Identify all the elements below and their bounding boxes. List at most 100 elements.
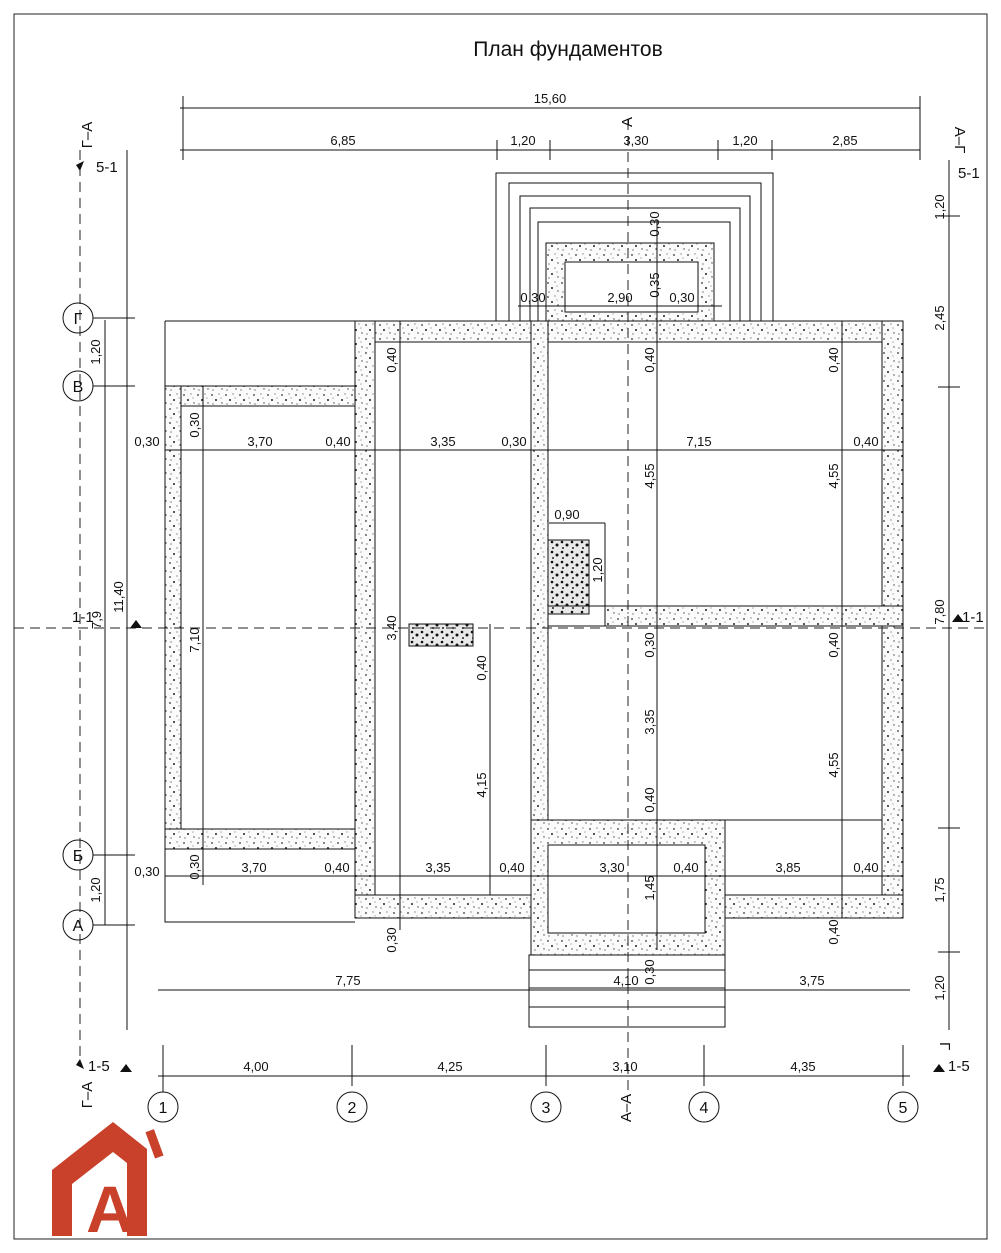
dim-r1-3: 0,40 — [325, 434, 350, 449]
dim-r1-5: 0,30 — [501, 434, 526, 449]
dim-top-2: 1,20 — [510, 133, 535, 148]
dim-small-h: 1,20 — [590, 557, 605, 582]
dim-top-4: 1,20 — [732, 133, 757, 148]
dim-bottom-1: 4,00 — [243, 1059, 268, 1074]
dim-right-1: 1,20 — [932, 194, 947, 219]
dim-bottom-2: 4,25 — [437, 1059, 462, 1074]
dim-top-1: 6,85 — [330, 133, 355, 148]
mark-ga-bottom: Г–А — [79, 1082, 96, 1108]
dim-vr-1: 0,40 — [826, 347, 841, 372]
dim-right-total: 7,80 — [932, 599, 947, 624]
wall-axis-2 — [354, 320, 376, 919]
dim-small-w: 0,90 — [554, 507, 579, 522]
mark-a-top: А — [619, 117, 636, 127]
logo-letter: А — [86, 1172, 134, 1246]
dim-top-3: 3,30 — [623, 133, 648, 148]
wall-left-outer — [164, 385, 182, 850]
foundation-walls — [164, 242, 904, 956]
wall-bottom-23 — [354, 894, 549, 919]
wall-bottom-45 — [704, 894, 904, 919]
dim-vm-2: 3,40 — [384, 615, 399, 640]
mark-51-left: 5-1 — [96, 159, 118, 176]
section-marks: Г–А Г–А А–Г Г А А–А 5-1 5-1 1-5 1-5 1-1 … — [72, 117, 984, 1122]
wall-left-top — [164, 385, 371, 407]
dim-right-2: 2,45 — [932, 305, 947, 330]
dim-left-inner: 7,9 — [89, 611, 104, 629]
dimension-lines — [104, 96, 960, 1086]
dim-bottom-wall: 0,30 — [384, 927, 399, 952]
sheet-frame — [13, 13, 988, 1240]
dim-r1-2: 3,70 — [247, 434, 272, 449]
wall-middle — [604, 605, 904, 627]
dim-r1-7: 0,40 — [853, 434, 878, 449]
dim-r1-4: 3,35 — [430, 434, 455, 449]
dim-porch-width: 2,90 — [607, 290, 632, 305]
dim-r2-9: 0,40 — [853, 860, 878, 875]
dim-r2-3: 0,40 — [324, 860, 349, 875]
mark-11-left: 1-1 — [72, 609, 94, 626]
mark-15-right: 1-5 — [948, 1058, 970, 1075]
dim-vr-4: 4,55 — [826, 752, 841, 777]
drawing-title: План фундаментов — [473, 38, 662, 61]
dim-vr-2: 4,55 — [826, 463, 841, 488]
dim-vl-3: 0,30 — [187, 854, 202, 879]
axis-b: Б — [73, 848, 84, 865]
axis-1: 1 — [159, 1100, 168, 1117]
dim-r2-7: 0,40 — [673, 860, 698, 875]
dim-porch-depth: 0,35 — [647, 272, 662, 297]
dim-top-5: 2,85 — [832, 133, 857, 148]
dim-vc-5: 0,40 — [642, 787, 657, 812]
bottom-stairs — [528, 954, 726, 1028]
axis-5: 5 — [899, 1100, 908, 1117]
company-logo: А — [52, 1122, 164, 1246]
dim-porch-top: 0,30 — [647, 211, 662, 236]
dim-lower-1: 7,75 — [335, 973, 360, 988]
dim-left-2: 1,20 — [88, 877, 103, 902]
dim-vm-4: 4,15 — [474, 772, 489, 797]
dim-r2-4: 3,35 — [425, 860, 450, 875]
mark-ag-right: А–Г — [951, 127, 968, 153]
dim-vm-3: 0,40 — [474, 655, 489, 680]
porch-void — [564, 261, 699, 313]
top-stairs — [495, 172, 774, 321]
dim-vr-3: 0,40 — [826, 632, 841, 657]
dim-r1-1: 0,30 — [134, 434, 159, 449]
entry-void — [547, 844, 706, 934]
dim-vl-1: 0,30 — [187, 412, 202, 437]
mark-11-right: 1-1 — [962, 609, 984, 626]
axis-4: 4 — [700, 1100, 709, 1117]
dim-vr-5: 0,40 — [826, 919, 841, 944]
axis-2: 2 — [348, 1100, 357, 1117]
dim-porch-left: 0,30 — [520, 290, 545, 305]
room-edges — [180, 341, 883, 896]
mark-15-left: 1-5 — [88, 1058, 110, 1075]
dim-vc-7: 0,30 — [642, 959, 657, 984]
pier-small — [547, 539, 590, 615]
mark-g-right: Г — [936, 1042, 953, 1050]
axis-v: В — [73, 379, 84, 396]
axis-3: 3 — [542, 1100, 551, 1117]
axis-a: А — [73, 918, 84, 935]
dim-r1-6: 7,15 — [686, 434, 711, 449]
interior-beam — [408, 623, 474, 647]
axis-g: Г — [74, 311, 83, 328]
dimension-texts: 15,60 6,85 1,20 3,30 1,20 2,85 4,00 4,25… — [88, 91, 947, 1074]
dim-r2-5: 0,40 — [499, 860, 524, 875]
wall-top — [354, 320, 904, 343]
dim-vc-6: 1,45 — [642, 875, 657, 900]
outer-thin-lines — [164, 320, 355, 923]
dim-vc-2: 4,55 — [642, 463, 657, 488]
dim-r2-1: 0,30 — [134, 864, 159, 879]
dim-vc-4: 3,35 — [642, 709, 657, 734]
dim-bottom-3: 3,10 — [612, 1059, 637, 1074]
axis-bubbles-letters: Г В Б А — [62, 302, 135, 941]
dim-lower-3: 3,75 — [799, 973, 824, 988]
dim-vm-1: 0,40 — [384, 347, 399, 372]
dim-left-total: 11,40 — [111, 581, 126, 613]
dim-lower-2: 4,10 — [613, 973, 638, 988]
mark-aa-bottom: А–А — [618, 1094, 635, 1122]
dim-right-4: 1,20 — [932, 975, 947, 1000]
dim-r2-2: 3,70 — [241, 860, 266, 875]
dim-vc-1: 0,40 — [642, 347, 657, 372]
